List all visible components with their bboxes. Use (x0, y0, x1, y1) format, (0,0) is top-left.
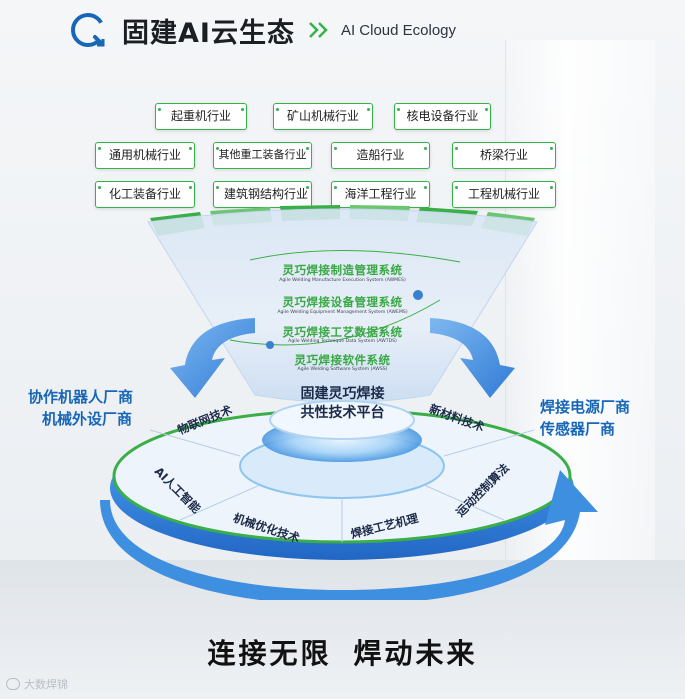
partner-label: 协作机器人厂商 (28, 388, 134, 406)
orb (413, 290, 423, 300)
partners-right: 焊接电源厂商 传感器厂商 (540, 396, 630, 440)
watermark: 大数焊锦 (6, 676, 68, 692)
industry-tag: 通用机械行业 (95, 142, 195, 169)
refresh-circle-icon (71, 13, 105, 47)
system-subtitle: Agile Welding Manufacture Execution Syst… (279, 278, 406, 283)
ecology-diagram (100, 205, 598, 600)
swoosh (229, 299, 441, 346)
industry-tag: 海洋工程行业 (331, 181, 430, 208)
watermark-text: 大数焊锦 (24, 678, 68, 691)
slogan: 连接无限焊动未来 (0, 632, 685, 672)
system-subtitle: Agile Welding Software System (AWSS) (297, 367, 388, 372)
page-subtitle: AI Cloud Ecology (340, 21, 457, 39)
industry-tag: 工程机械行业 (452, 181, 556, 208)
industry-tag: 核电设备行业 (394, 103, 491, 130)
industry-tag: 其他重工装备行业 (213, 142, 312, 169)
orb (266, 341, 274, 349)
industry-tag: 矿山机械行业 (273, 103, 373, 130)
background-floor (0, 560, 685, 699)
platform-core (269, 400, 415, 440)
industry-tag: 起重机行业 (155, 103, 247, 130)
partner-label: 焊接电源厂商 (540, 398, 631, 416)
ring-dividers (149, 429, 535, 542)
industry-tag: 造船行业 (331, 142, 430, 169)
swoosh (249, 249, 461, 263)
partner-label: 机械外设厂商 (42, 410, 133, 428)
watermark-icon (6, 678, 20, 690)
platform-label: 固建灵巧焊接 共性技术平台 (270, 385, 415, 423)
slogan-part1: 连接无限 (207, 637, 332, 670)
system-title: 灵巧焊接工艺数据系统 (282, 325, 403, 339)
system-title: 灵巧焊接软件系统 (294, 353, 391, 367)
partners-left: 协作机器人厂商 机械外设厂商 (28, 386, 133, 430)
header: 固建AI云生态 AI Cloud Ecology (68, 8, 456, 52)
industry-tag: 桥梁行业 (452, 142, 556, 169)
industry-tag: 化工装备行业 (95, 181, 195, 208)
system-title: 灵巧焊接设备管理系统 (282, 295, 403, 309)
platform-line1: 固建灵巧焊接 (300, 386, 385, 402)
partner-label: 传感器厂商 (540, 420, 616, 438)
system-title: 灵巧焊接制造管理系统 (282, 263, 403, 277)
left-arrow-icon (170, 318, 255, 398)
platform-line2: 共性技术平台 (300, 405, 385, 421)
system-subtitle: Agile Welding Technique Data System (AWT… (288, 339, 397, 344)
double-chevron-right-icon (309, 22, 328, 38)
right-arrow-icon (430, 318, 515, 398)
slogan-part2: 焊动未来 (353, 637, 478, 670)
system-subtitle: Agile Welding Equipment Management Syste… (277, 310, 408, 315)
page-title: 固建AI云生态 (122, 17, 295, 49)
